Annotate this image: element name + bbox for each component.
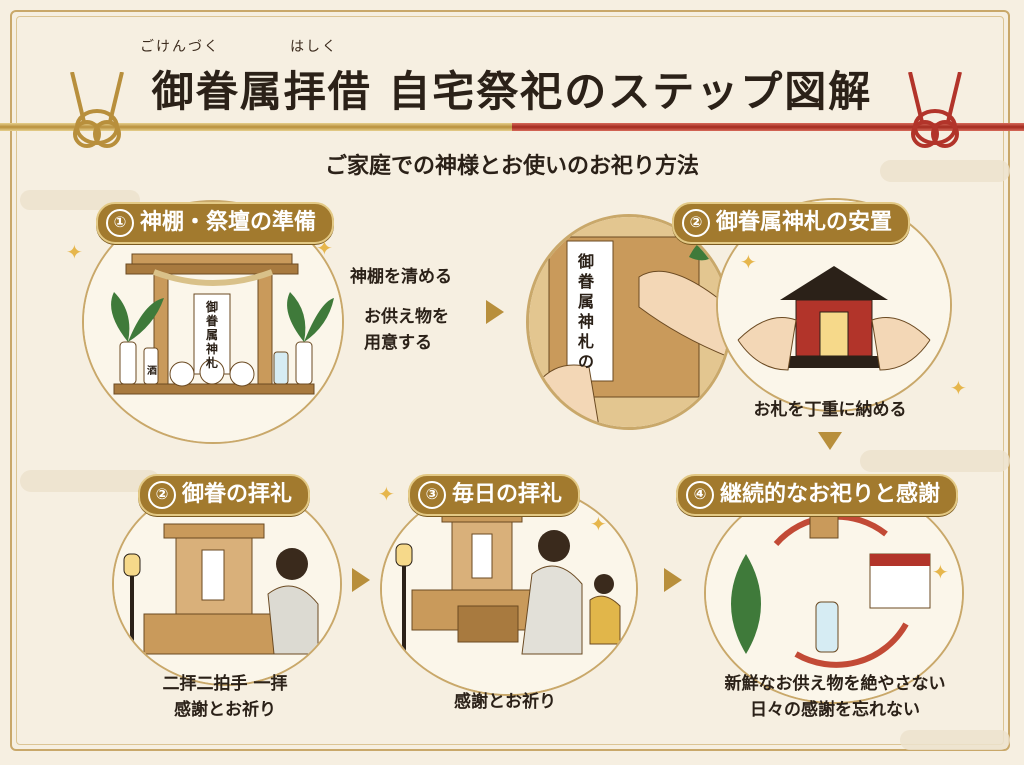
step1-sake-label: 酒 — [147, 366, 157, 377]
step1-number: ① — [106, 209, 134, 237]
outer-frame — [10, 10, 1010, 751]
title-ruby: ごけんづく — [140, 39, 220, 55]
sparkle-icon: ✦ — [932, 560, 949, 584]
gold-rope — [0, 123, 512, 131]
offering-cycle-icon — [706, 484, 962, 702]
arrow-right-icon — [352, 568, 370, 592]
step2b-caption-2: 感謝とお祈り — [174, 700, 276, 720]
cloud-decoration — [900, 730, 1010, 750]
step1-note-1: 神棚を清める — [350, 267, 452, 287]
sparkle-icon: ✦ — [316, 236, 333, 260]
arrow-right-icon — [664, 568, 682, 592]
step3-illustration — [380, 482, 638, 696]
step1-title-text: 神棚・祭壇の準備 — [140, 210, 317, 235]
arrow-right-icon — [486, 300, 504, 324]
step2b-illustration — [112, 482, 342, 686]
step4-illustration — [704, 482, 964, 704]
step1-note-2: お供え物を — [364, 307, 449, 327]
step2b-caption-1: 二拝二拍手 一拝 — [162, 674, 288, 694]
step4-number: ④ — [686, 481, 714, 509]
page-subtitle: ご家庭での神様とお使いのお祀り方法 — [324, 154, 699, 179]
step2-title-text: 御眷属神札の安置 — [716, 210, 893, 235]
cloud-decoration — [20, 470, 160, 492]
arrow-down-icon — [818, 432, 842, 450]
step4-caption-2: 日々の感謝を忘れない — [750, 700, 920, 720]
cloud-decoration — [880, 160, 1010, 182]
page-title: 御眷属拝借 自宅祭祀のステップ図解 — [151, 67, 873, 116]
step2-card-text: 御眷属神札の — [577, 252, 594, 371]
family-praying-icon — [382, 484, 636, 694]
sparkle-icon: ✦ — [590, 512, 607, 536]
step3-title: ③ 毎日の拝礼 — [408, 474, 581, 516]
step1-shrine-sign: 御眷属神札 — [205, 300, 218, 370]
step2b-number: ② — [148, 481, 176, 509]
step2-number: ② — [682, 209, 710, 237]
step1-note-3: 用意する — [364, 333, 432, 353]
sparkle-icon: ✦ — [740, 250, 757, 274]
inner-frame — [16, 16, 1004, 745]
step1-title: ① 神棚・祭壇の準備 — [96, 202, 335, 244]
gold-knot-icon — [70, 72, 124, 148]
sparkle-icon: ✦ — [66, 240, 83, 264]
red-knot-icon — [908, 72, 962, 148]
step2-caption: お札を丁重に納める — [753, 400, 907, 420]
bowing-person-icon — [114, 484, 340, 684]
step2b-title-text: 御眷の拝礼 — [182, 482, 293, 507]
step3-title-text: 毎日の拝礼 — [452, 482, 563, 507]
title-ruby: はしく — [290, 39, 338, 55]
step3-caption: 感謝とお祈り — [454, 692, 556, 712]
step2b-title: ② 御眷の拝礼 — [138, 474, 311, 516]
red-rope — [512, 123, 1024, 131]
step2-card-illustration — [526, 214, 732, 430]
cloud-decoration — [860, 450, 1010, 472]
step4-title: ④ 継続的なお祀りと感謝 — [676, 474, 959, 516]
step4-title-text: 継続的なお祀りと感謝 — [720, 482, 941, 507]
step4-caption-1: 新鮮なお供え物を絶やさない — [724, 674, 946, 694]
step2-title: ② 御眷属神札の安置 — [672, 202, 911, 244]
placing-card-icon — [529, 217, 729, 427]
sparkle-icon: ✦ — [378, 482, 395, 506]
sparkle-icon: ✦ — [950, 376, 967, 400]
step3-number: ③ — [418, 481, 446, 509]
